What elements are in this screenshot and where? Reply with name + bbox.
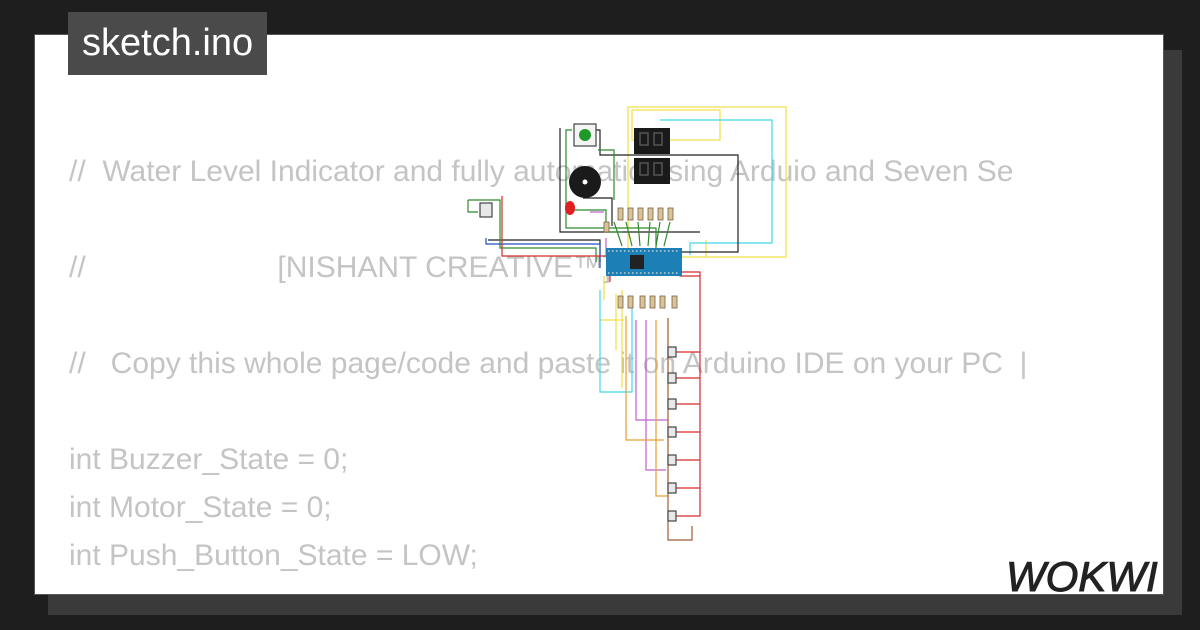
arduino-nano-icon[interactable] [606,248,682,276]
push-button-icon[interactable] [573,123,597,147]
code-line-6: int Push_Button_State = LOW; [69,539,478,572]
slide-switch-icon[interactable] [667,346,677,522]
slide-switch-icon[interactable] [479,202,493,218]
led-icon [565,201,575,215]
code-line-1: // Water Level Indicator and fully autom… [69,155,1014,188]
buzzer-icon [569,166,601,198]
code-line-4: int Buzzer_State = 0; [69,443,349,476]
seven-segment-display-icon [634,128,670,184]
project-preview-card[interactable]: // Water Level Indicator and fully autom… [34,34,1164,595]
resistor-icon [617,295,678,309]
code-line-5: int Motor_State = 0; [69,491,332,524]
svg-text:WOKWI: WOKWI [1006,553,1158,600]
resistor-icon [603,207,674,233]
sketch-filename-tab[interactable]: sketch.ino [68,12,268,75]
wokwi-logo: WOKWI [1000,545,1180,610]
